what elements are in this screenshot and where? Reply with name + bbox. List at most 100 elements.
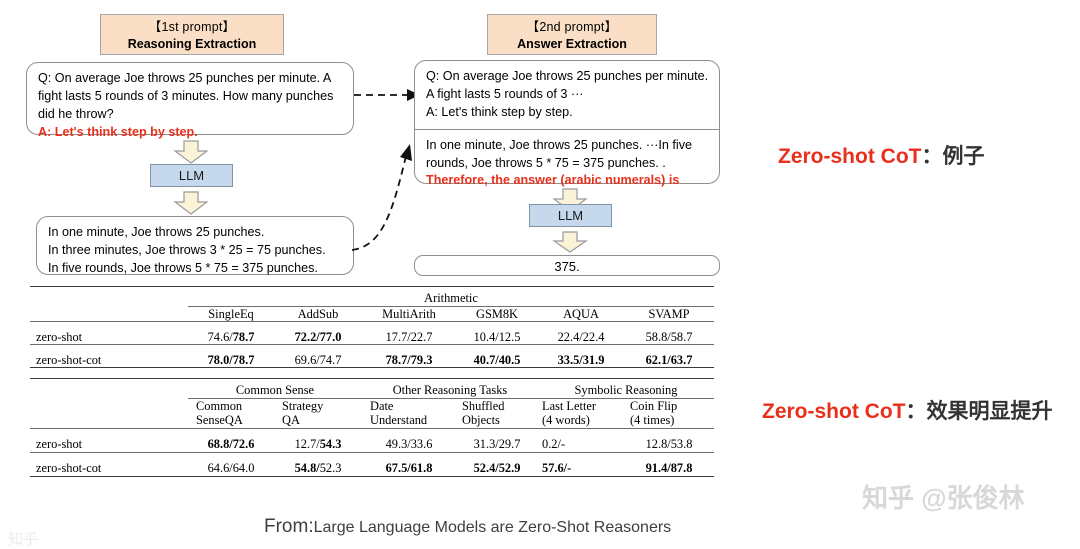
cell-s2-r1-c5: 91.4/87.8 [624,451,714,476]
col-header-line2: Understand [370,413,428,427]
col-header-line1: Date [370,398,394,413]
table-toprule-row [30,286,714,291]
cell-part-b: 79.3 [410,352,433,367]
annotation-bottom-colon: ： [905,400,927,423]
table2-toprule-row [30,378,714,383]
cell-part-a: 49.3/ [385,437,411,451]
cell-part-b: 52.3 [319,461,342,475]
prompt2-reasoning-text: In one minute, Joe throws 25 punches. ··… [426,137,693,170]
table-group-row: Arithmetic [30,291,714,306]
cell-part-b: 87.8 [670,461,693,475]
annotation-bottom-cn: 效果明显提升 [926,400,1053,423]
group-underline-row [30,305,714,307]
table-row: zero-shot-cot 64.6/64.0 54.8/52.3 67.5/6… [30,451,714,476]
cell-part-a: 33.5/ [557,352,583,367]
cell-part-a: 10.4/ [473,329,499,344]
table-corner-blank [30,291,188,306]
cell-part-b: 31.9 [582,352,605,367]
final-answer-box: 375. [414,255,720,276]
prompt2-answer-trigger: Therefore, the answer (arabic numerals) … [426,173,680,188]
cell-s2-r0-c4: 0.2/- [538,427,624,452]
cell-part-a: 22.4/ [557,329,583,344]
group-header-common-sense: Common Sense [235,383,315,397]
cell-part-b: 77.0 [319,329,342,344]
cell-part-a: 12.8/ [645,437,671,451]
cell-part-b: 22.7 [410,329,433,344]
prompt2-header-chip: 【2nd prompt】 Answer Extraction [487,14,657,55]
dashed-connector-reasoning [351,144,412,251]
cell-part-b: 53.8 [670,437,693,451]
prompt1-header-chip: 【1st prompt】 Reasoning Extraction [100,14,284,55]
col-header-line1: Common [196,398,243,413]
cell-part-a: 52.4/ [473,461,499,475]
cell-s1-r0-c4: 22.4/22.4 [538,321,624,345]
row-label-zero-shot: zero-shot [30,427,188,452]
dashed-connector-question [354,89,420,101]
cell-s2-r1-c4: 57.6/- [538,451,624,476]
prompt1-header-line1: 【1st prompt】 [148,20,236,34]
cell-s2-r0-c3: 31.3/29.7 [456,427,538,452]
col-header-commonsenseqa: Common SenseQA [188,399,274,429]
cell-s2-r1-c2: 67.5/61.8 [362,451,456,476]
cell-part-a: 74.6/ [207,329,233,344]
col-header-line1: Shuffled [462,398,505,413]
cell-s2-r0-c1: 12.7/54.3 [274,427,362,452]
col-header-gsm8k: GSM8K [476,306,518,321]
annotation-bottom-en: Zero-shot CoT [762,400,906,423]
prompt1-header-line2: Reasoning Extraction [127,36,257,51]
cell-part-b: 33.6 [410,437,433,451]
cell-s1-r0-c1: 72.2/77.0 [274,321,362,345]
cell-part-b: 72.6 [232,437,255,451]
cell-part-b: 12.5 [498,329,521,344]
annotation-top-colon: ： [921,145,943,168]
table2-column-header-row: Common SenseQA Strategy QA Date Understa… [30,399,714,429]
prompt2-answer-cue: A: Let's think step by step. [426,104,573,119]
cell-part-b: 78.7 [232,352,255,367]
results-table-wrapper: Arithmetic SingleEq AddSub MultiArith GS… [30,286,714,480]
prompt2-question-section: Q: On average Joe throws 25 punches per … [415,61,719,130]
prompt2-question-text: Q: On average Joe throws 25 punches per … [426,69,709,101]
cell-s2-r0-c5: 12.8/53.8 [624,427,714,452]
table2-group-row: Common Sense Other Reasoning Tasks Symbo… [30,383,714,398]
col-header-date-understand: Date Understand [362,399,456,429]
cell-s1-r1-c3: 40.7/40.5 [456,344,538,368]
annotation-top-en: Zero-shot CoT [778,145,922,168]
group-underline-row [30,397,714,399]
table-row: zero-shot-cot 78.0/78.7 69.6/74.7 78.7/7… [30,344,714,368]
table-column-header-row: SingleEq AddSub MultiArith GSM8K AQUA SV… [30,307,714,322]
cell-part-b: 74.7 [319,352,342,367]
row-label-zero-shot-cot: zero-shot-cot [30,344,188,368]
cell-part-a: 78.0/ [207,352,233,367]
cell-part-b: 54.3 [319,437,342,451]
table-row: zero-shot 68.8/72.6 12.7/54.3 49.3/33.6 … [30,427,714,452]
reasoning-output-box: In one minute, Joe throws 25 punches. In… [36,216,354,275]
col-header-coin-flip: Coin Flip (4 times) [624,399,714,429]
cell-part-a: 72.2/ [294,329,320,344]
col-header-line1: Coin Flip [630,398,678,413]
prompt2-header-line1: 【2nd prompt】 [526,20,618,34]
col-header-aqua: AQUA [563,306,599,321]
cell-part-b: 52.9 [498,461,521,475]
cell-part-b: 40.5 [498,352,521,367]
cell-part-a: 0.2/ [542,437,561,451]
cell-s2-r1-c1: 54.8/52.3 [274,451,362,476]
col-header-line1: Strategy [282,398,324,413]
col-header-last-letter: Last Letter (4 words) [538,399,624,429]
row-label-zero-shot-cot: zero-shot-cot [30,451,188,476]
annotation-top: Zero-shot CoT：例子 [778,140,984,170]
cell-part-a: 58.8/ [645,329,671,344]
col-header-line2: (4 words) [542,413,590,427]
results-table-arithmetic: Arithmetic SingleEq AddSub MultiArith GS… [30,286,714,371]
cell-s2-r0-c0: 68.8/72.6 [188,427,274,452]
llm-box-right: LLM [529,204,612,227]
col-header-line2: (4 times) [630,413,675,427]
caption-title: Large Language Models are Zero-Shot Reas… [313,519,672,536]
cell-part-b: - [567,461,572,475]
cell-s1-r1-c0: 78.0/78.7 [188,344,274,368]
cell-part-b: 29.7 [498,437,521,451]
table-bottomrule-row [30,367,714,371]
prompt2-box: Q: On average Joe throws 25 punches per … [414,60,720,187]
prompt1-question-box: Q: On average Joe throws 25 punches per … [26,62,354,139]
cell-part-b: 64.0 [232,461,255,475]
